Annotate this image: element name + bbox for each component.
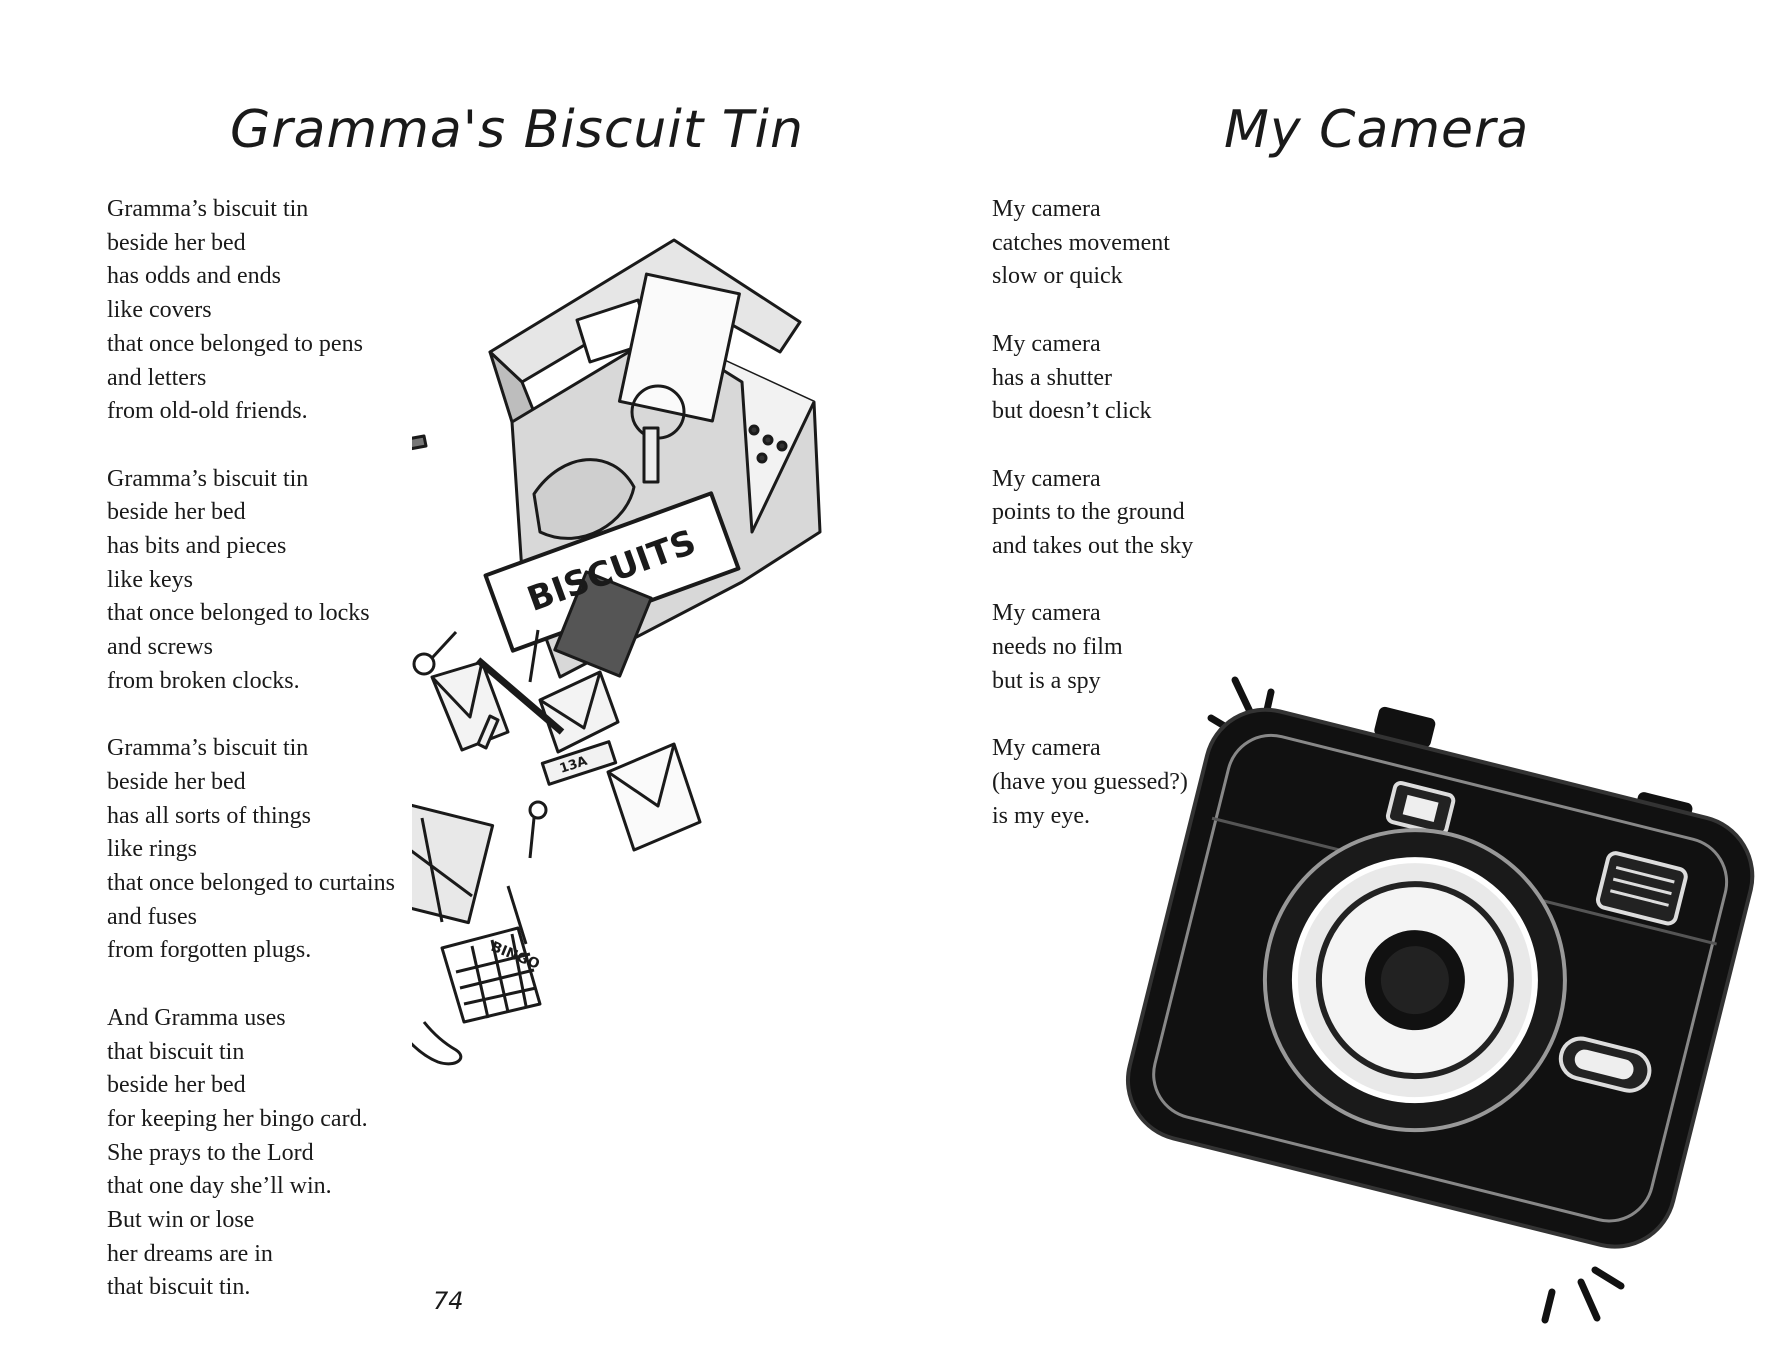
stanza: Gramma’s biscuit tin beside her bed has …	[107, 732, 395, 968]
poem-line: Gramma’s biscuit tin	[107, 196, 309, 222]
poem-body: Gramma’s biscuit tin beside her bed has …	[107, 193, 395, 1339]
stanza: Gramma’s biscuit tin beside her bed has …	[107, 193, 395, 429]
poem-line: has all sorts of things	[107, 802, 311, 829]
stanza: My camera (have you guessed?) is my eye.	[992, 732, 1193, 833]
stanza: My camera catches movement slow or quick	[992, 193, 1193, 294]
poem-line: My camera	[992, 735, 1101, 762]
poem-line: slow or quick	[992, 263, 1123, 290]
poem-line: beside her bed	[107, 499, 246, 526]
poem-body: My camera catches movement slow or quick…	[992, 193, 1193, 867]
poem-line: that biscuit tin	[107, 1038, 245, 1065]
poem-line: that once belonged to pens	[107, 330, 363, 357]
viewfinder-icon	[1595, 851, 1688, 926]
poem-line: like keys	[107, 566, 193, 593]
left-page: Gramma's Biscuit Tin Gramma’s biscuit ti…	[107, 100, 822, 1339]
stanza: And Gramma uses that biscuit tin beside …	[107, 1002, 395, 1305]
poem-line: her dreams are in	[107, 1240, 273, 1267]
poem-line: from broken clocks.	[107, 667, 300, 694]
poem-line: My camera	[992, 600, 1101, 627]
poem-line: and screws	[107, 634, 213, 661]
biscuit-tin-illustration: BISCUITS BINGO 13A	[412, 238, 822, 1066]
poem-line: but is a spy	[992, 667, 1101, 694]
poem-line: has odds and ends	[107, 263, 281, 290]
camera-illustration	[1125, 676, 1755, 1324]
right-page: My Camera My camera catches movement slo…	[886, 0, 1772, 1359]
poem-line: from forgotten plugs.	[107, 937, 312, 964]
poem-line: that biscuit tin.	[107, 1274, 251, 1301]
poem-line: needs no film	[992, 634, 1123, 661]
poem-line: has bits and pieces	[107, 533, 287, 560]
poem-title: My Camera	[1224, 100, 1530, 160]
poem-line: but doesn’t click	[992, 398, 1152, 425]
stanza: My camera has a shutter but doesn’t clic…	[992, 328, 1193, 429]
poem-line: like covers	[107, 297, 212, 324]
poem-line: catches movement	[992, 229, 1170, 256]
poem-line: that one day she’ll win.	[107, 1173, 332, 1200]
poem-line: My camera	[992, 465, 1101, 492]
poem-line: and letters	[107, 364, 207, 391]
poem-line: And Gramma uses	[107, 1004, 286, 1031]
poem-line: and takes out the sky	[992, 533, 1194, 559]
poem-line: like rings	[107, 836, 197, 863]
poem-line: and fuses	[107, 903, 197, 930]
poem-line: beside her bed	[107, 768, 246, 795]
poem-line: that once belonged to locks	[107, 600, 370, 627]
poem-line: beside her bed	[107, 1072, 246, 1099]
poem-line: My camera	[992, 196, 1101, 222]
poem-line: that once belonged to curtains	[107, 870, 395, 897]
poem-line: Gramma’s biscuit tin	[107, 735, 309, 762]
stanza: My camera needs no film but is a spy	[992, 597, 1193, 698]
motion-marks-bottom	[1541, 1266, 1625, 1324]
poem-title: Gramma's Biscuit Tin	[230, 100, 804, 160]
poem-line: But win or lose	[107, 1207, 255, 1234]
poem-line: beside her bed	[107, 229, 246, 256]
poem-line: has a shutter	[992, 364, 1112, 391]
stanza: Gramma’s biscuit tin beside her bed has …	[107, 463, 395, 699]
poem-line: for keeping her bingo card.	[107, 1105, 368, 1132]
poem-line: points to the ground	[992, 499, 1185, 526]
stanza: My camera points to the ground and takes…	[992, 463, 1193, 564]
poem-line: from old-old friends.	[107, 398, 308, 425]
poem-line: My camera	[992, 330, 1101, 357]
poem-line: (have you guessed?)	[992, 768, 1188, 795]
poem-line: She prays to the Lord	[107, 1139, 314, 1166]
poem-line: Gramma’s biscuit tin	[107, 465, 309, 492]
poem-line: is my eye.	[992, 802, 1090, 829]
page-number: 74	[433, 1287, 464, 1315]
